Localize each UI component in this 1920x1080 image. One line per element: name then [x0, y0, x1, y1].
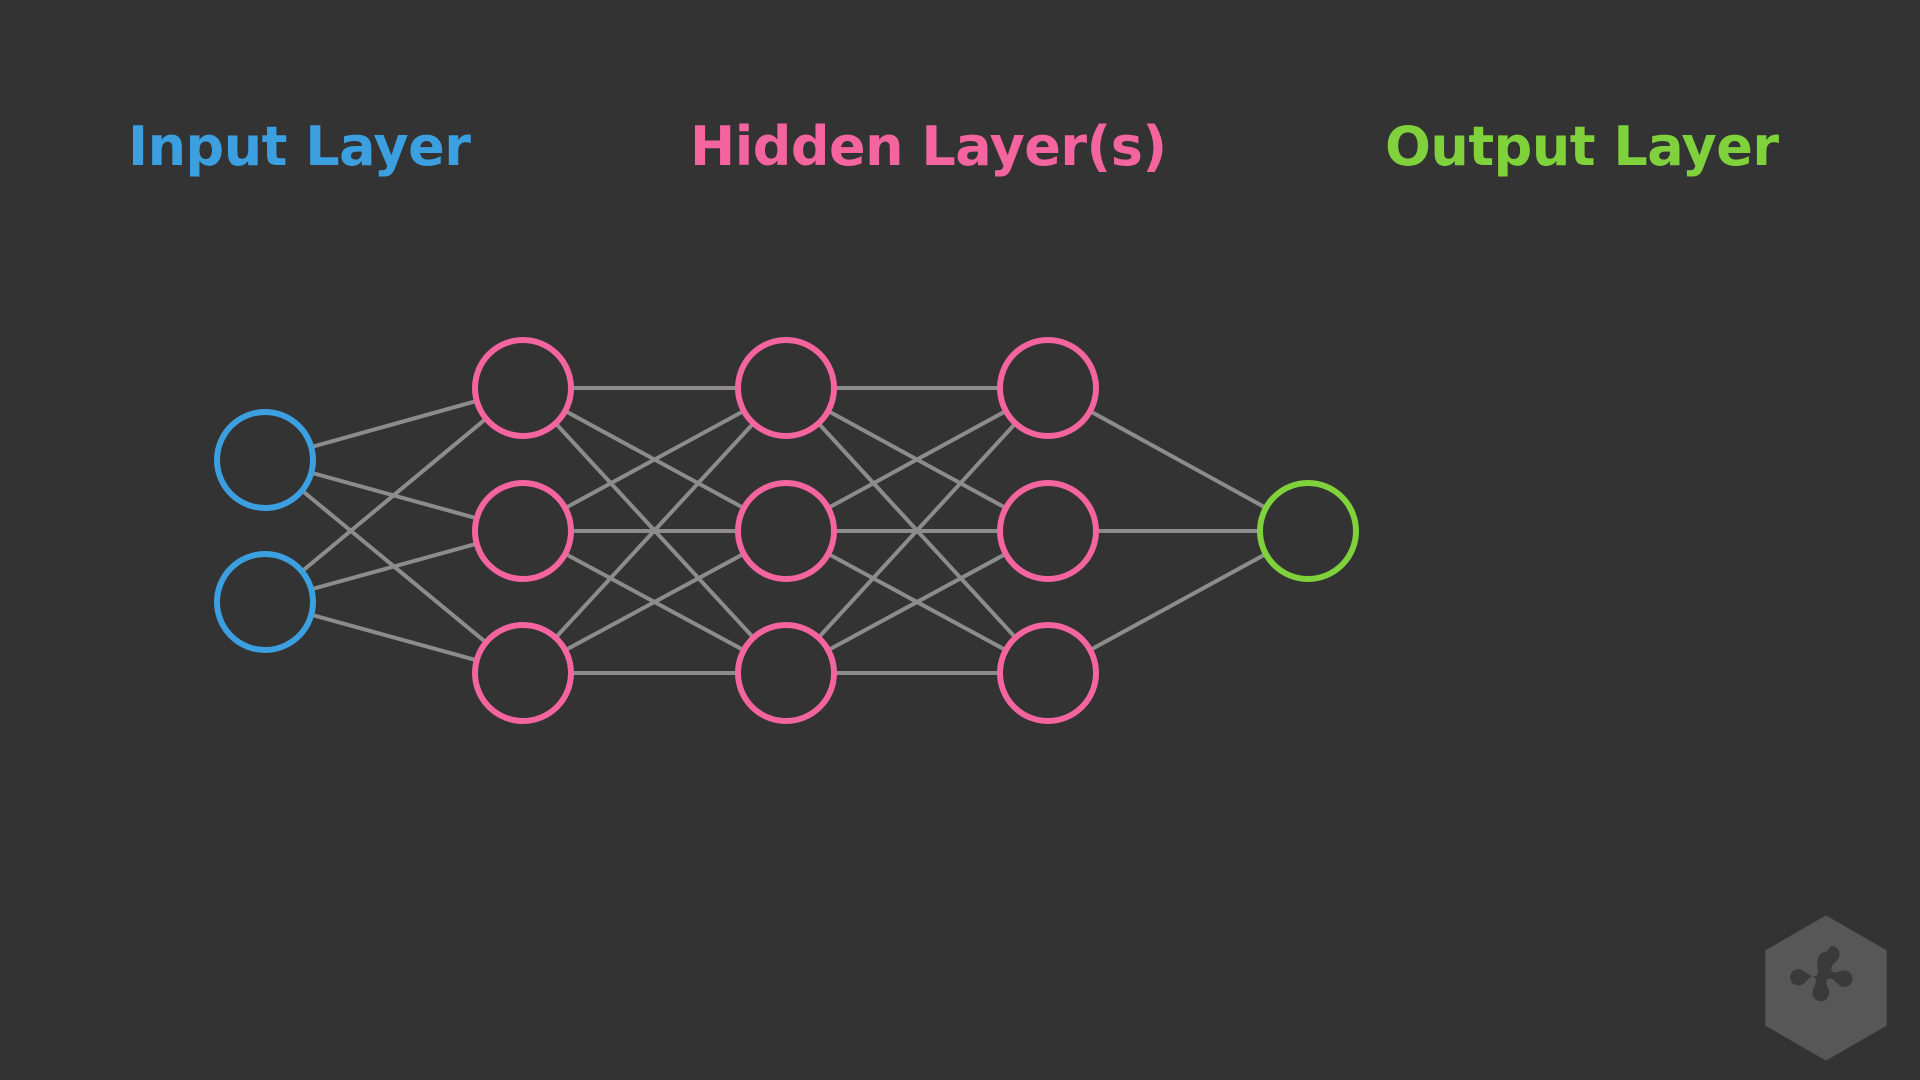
node-h1b[interactable]	[472, 480, 574, 582]
node-h1a[interactable]	[472, 337, 574, 439]
node-h2b[interactable]	[735, 480, 837, 582]
node-i1[interactable]	[214, 409, 316, 511]
node-h2c[interactable]	[735, 622, 837, 724]
node-group	[214, 337, 1359, 724]
edge-h2c-h3a	[784, 386, 1050, 675]
node-h3a[interactable]	[997, 337, 1099, 439]
node-h3b[interactable]	[997, 480, 1099, 582]
node-h2a[interactable]	[735, 337, 837, 439]
node-h3c[interactable]	[997, 622, 1099, 724]
node-i2[interactable]	[214, 551, 316, 653]
layer-label-output: Output Layer	[1385, 115, 1779, 178]
edge-h1c-h2a	[521, 386, 788, 675]
layer-label-input: Input Layer	[128, 115, 471, 178]
node-o1[interactable]	[1257, 480, 1359, 582]
edge-i2-h1a	[263, 386, 525, 604]
layer-label-hidden: Hidden Layer(s)	[690, 115, 1167, 178]
node-h1c[interactable]	[472, 622, 574, 724]
